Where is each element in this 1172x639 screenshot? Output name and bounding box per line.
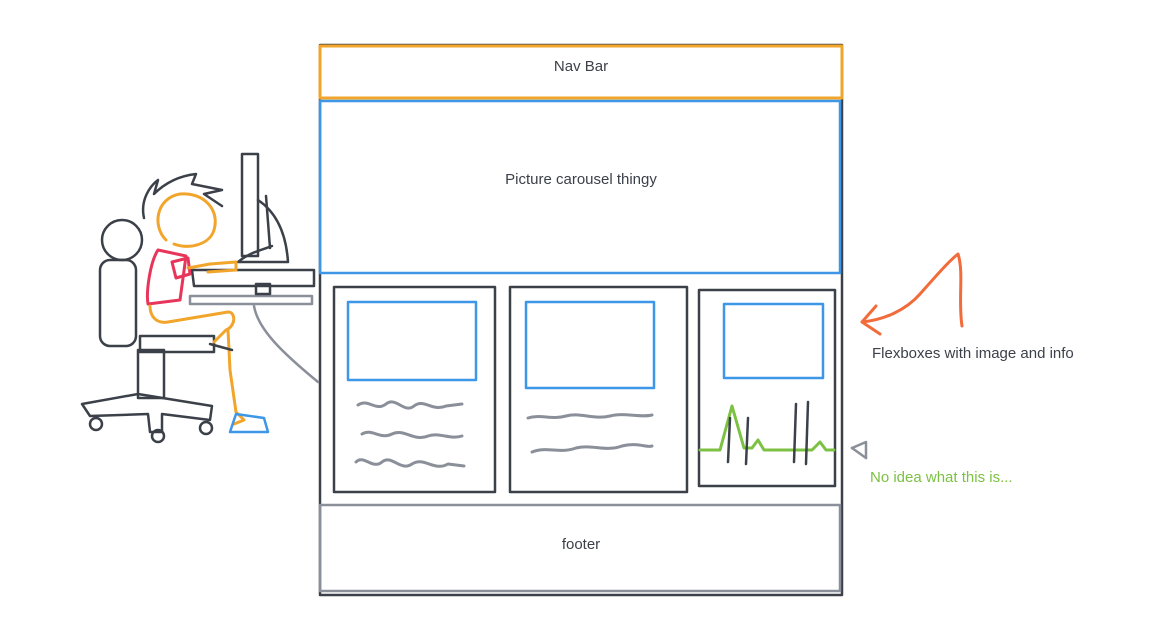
nav-bar-label: Nav Bar xyxy=(553,58,609,75)
orange-arrow-icon xyxy=(860,252,964,336)
carousel-label: Picture carousel thingy xyxy=(505,171,657,188)
flex-card-3 xyxy=(697,288,837,488)
office-chair-icon xyxy=(80,218,216,444)
grey-arrow-icon xyxy=(850,440,868,460)
page-frame xyxy=(318,43,844,597)
desk-icon xyxy=(188,268,320,384)
monitor-icon xyxy=(236,152,290,264)
carousel-box xyxy=(318,99,842,275)
flex-card-1 xyxy=(332,285,497,494)
flex-card-2 xyxy=(508,285,689,494)
flexboxes-note: Flexboxes with image and info xyxy=(872,345,1074,362)
nav-bar-box xyxy=(318,44,844,100)
footer-label: footer xyxy=(561,536,601,553)
person-icon xyxy=(141,172,270,434)
footer-box xyxy=(318,503,842,593)
mystery-note: No idea what this is... xyxy=(870,469,1013,486)
